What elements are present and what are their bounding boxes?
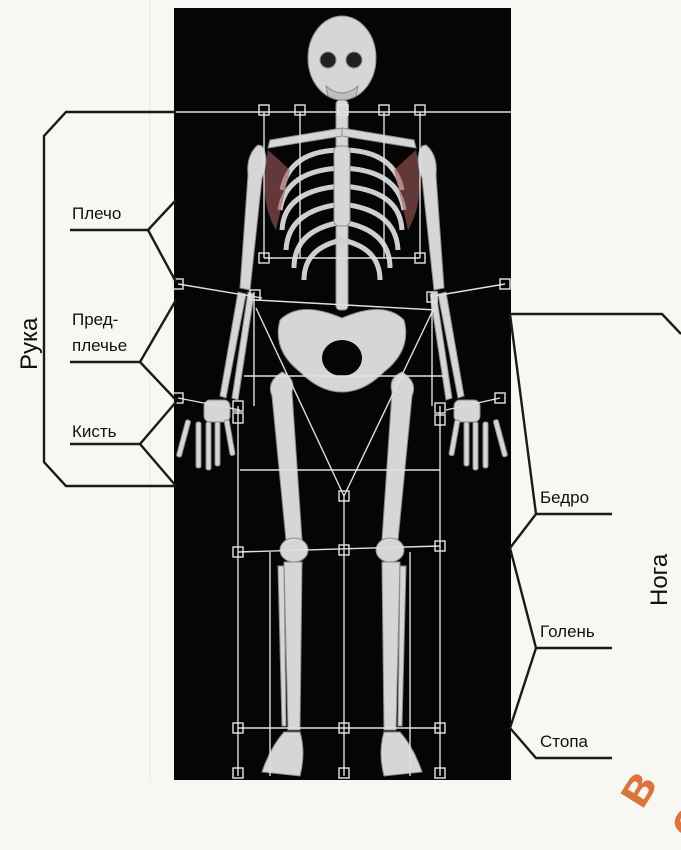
eye-socket-left bbox=[320, 52, 336, 68]
label-hand: Кисть bbox=[72, 422, 117, 442]
arm-group-label: Рука bbox=[16, 318, 44, 370]
pelvic-inlet bbox=[322, 340, 362, 376]
leg-bracket bbox=[510, 314, 681, 758]
label-upper-arm: Плечо bbox=[72, 204, 121, 224]
eye-socket-right bbox=[346, 52, 362, 68]
leg-group-label: Нога bbox=[646, 554, 674, 606]
skull bbox=[308, 16, 376, 100]
label-forearm-part2: плечье bbox=[72, 336, 127, 356]
label-thigh: Бедро bbox=[540, 488, 589, 508]
skeleton-diagram bbox=[0, 0, 681, 780]
label-forearm-part1: Пред- bbox=[72, 310, 118, 330]
knee-right bbox=[376, 538, 404, 562]
sternum bbox=[334, 146, 350, 226]
label-foot: Стопа bbox=[540, 732, 588, 752]
label-shin: Голень bbox=[540, 622, 595, 642]
